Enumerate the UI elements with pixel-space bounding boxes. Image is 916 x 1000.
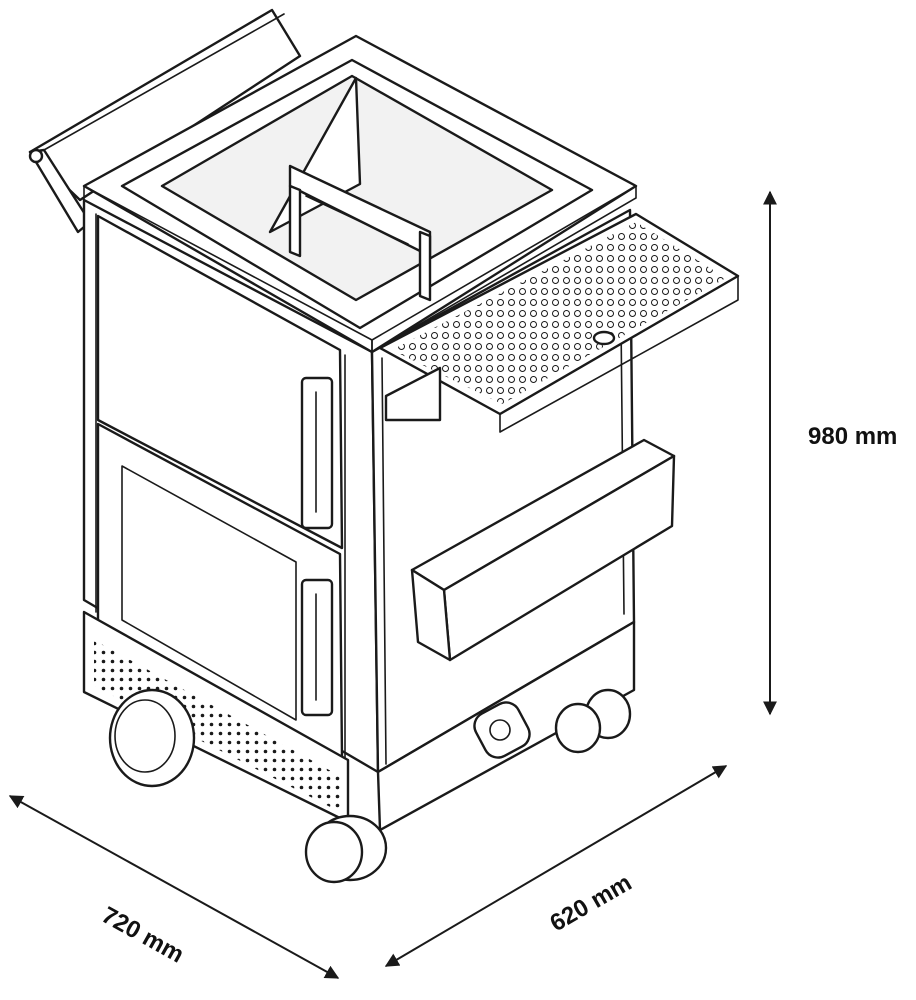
wheel-back-right (554, 688, 632, 754)
top-surface (82, 34, 638, 354)
height-dimension-label: 980 mm (808, 423, 897, 450)
wheel-front-right (304, 814, 388, 884)
depth-dimension-label: 620 mm (546, 869, 637, 937)
perforated-side-shelf (378, 212, 740, 433)
wheel-front-left (108, 688, 196, 788)
side-basket (410, 438, 676, 662)
bin-carry-handle (288, 164, 432, 302)
height-dimension: 980 mm (763, 190, 897, 716)
width-dimension: 720 mm (8, 795, 340, 979)
push-handle (28, 8, 302, 234)
width-dimension-label: 720 mm (97, 902, 188, 969)
upper-door (96, 214, 344, 550)
